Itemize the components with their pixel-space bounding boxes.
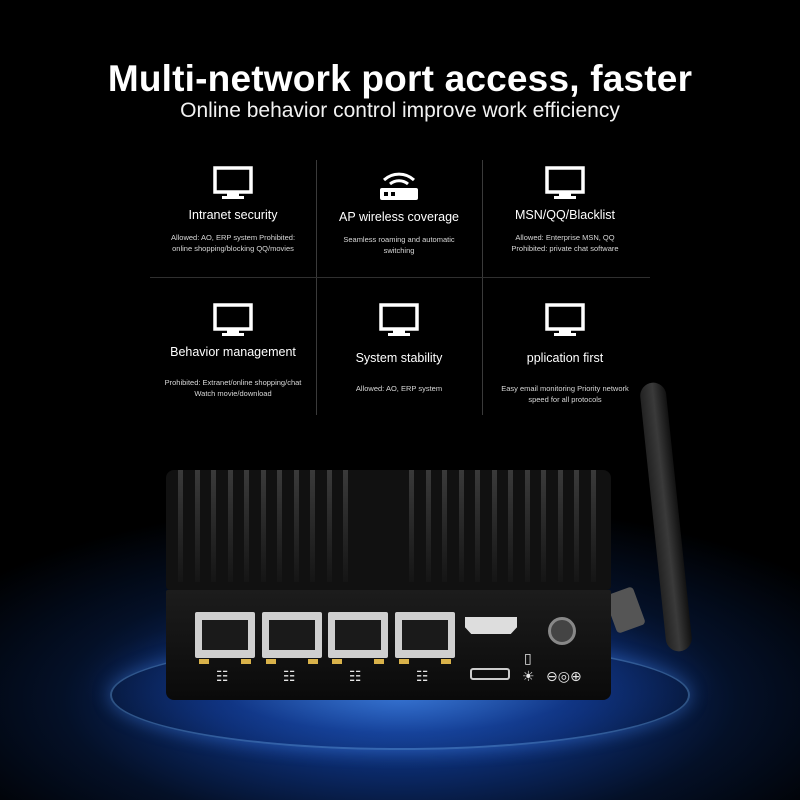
feature-title: AP wireless coverage — [339, 210, 459, 224]
ethernet-port — [395, 612, 455, 664]
heatsink-fin — [211, 470, 216, 582]
heatsink-fin — [458, 470, 464, 582]
monitor-icon — [379, 303, 419, 336]
heatsink-fin — [409, 470, 414, 582]
heatsink-fin — [524, 470, 530, 582]
disk-icon: ▯ — [524, 650, 532, 666]
network-icon: ☷ — [349, 668, 362, 684]
hdmi-port — [465, 617, 517, 634]
feature-desc: Allowed: AO, ERP system — [355, 384, 443, 393]
heatsink-fin — [491, 470, 497, 582]
feature-msn-qq-blacklist: MSN/QQ/Blacklist Allowed: Enterprise MSN… — [482, 166, 648, 254]
router-icon — [380, 172, 418, 200]
feature-ap-wireless: AP wireless coverage Seamless roaming an… — [316, 166, 482, 256]
subline: Online behavior control improve work eff… — [180, 99, 620, 122]
grid-divider — [316, 160, 317, 415]
grid-divider — [482, 160, 483, 415]
feature-system-stability: System stability Allowed: AO, ERP system — [316, 303, 482, 394]
feature-title: MSN/QQ/Blacklist — [514, 208, 615, 222]
feature-title: System stability — [355, 351, 443, 365]
monitor-icon — [545, 303, 585, 336]
heatsink-fin — [442, 470, 447, 582]
heatsink-fin — [244, 470, 249, 582]
heatsink-fin — [227, 470, 233, 582]
heatsink-fin — [425, 470, 431, 582]
heatsink-fin — [541, 470, 546, 582]
heatsink-fin — [508, 470, 513, 582]
grid-divider — [150, 277, 650, 278]
heatsink-fin — [343, 470, 348, 582]
heatsink-fin — [310, 470, 315, 582]
feature-title: Behavior management — [170, 345, 296, 359]
heatsink-fin — [277, 470, 282, 582]
feature-grid: Intranet security Allowed: AO, ERP syste… — [150, 160, 650, 415]
monitor-icon — [545, 166, 585, 199]
feature-application-first: pplication first Easy email monitoring P… — [482, 303, 648, 405]
feature-behavior-management: Behavior management Prohibited: Extranet… — [150, 303, 316, 399]
feature-desc: Easy email monitoring Priority network s… — [501, 384, 629, 404]
feature-intranet-security: Intranet security Allowed: AO, ERP syste… — [150, 166, 316, 254]
power-led-icon: ☀ — [522, 668, 535, 684]
feature-desc: Prohibited: Extranet/online shopping/cha… — [164, 378, 302, 398]
power-jack — [548, 617, 576, 645]
monitor-icon — [213, 166, 253, 199]
feature-desc: Allowed: AO, ERP system Prohibited: onli… — [170, 233, 296, 253]
ethernet-port — [262, 612, 322, 664]
heatsink-fin — [590, 470, 596, 582]
heatsink-fin — [194, 470, 200, 582]
heatsink-fin — [557, 470, 563, 582]
heatsink-fin — [260, 470, 266, 582]
device-heatsink — [166, 470, 611, 590]
monitor-icon — [213, 303, 253, 336]
headline: Multi-network port access, faster — [107, 58, 693, 99]
feature-title: pplication first — [526, 351, 604, 365]
heatsink-fin — [178, 470, 183, 582]
network-icon: ☷ — [283, 668, 296, 684]
feature-desc: Allowed: Enterprise MSN, QQ Prohibited: … — [511, 233, 619, 253]
heatsink-fin — [475, 470, 480, 582]
network-icon: ☷ — [416, 668, 429, 684]
ethernet-port — [195, 612, 255, 664]
dc-power-icon: ⊖◎⊕ — [546, 668, 582, 684]
heatsink-fin — [574, 470, 579, 582]
feature-title: Intranet security — [188, 208, 278, 222]
hdmi-icon — [470, 668, 510, 680]
heatsink-fin — [293, 470, 299, 582]
network-icon: ☷ — [216, 668, 229, 684]
ethernet-port — [328, 612, 388, 664]
heatsink-fin — [326, 470, 332, 582]
feature-desc: Seamless roaming and automatic switching — [343, 235, 455, 255]
